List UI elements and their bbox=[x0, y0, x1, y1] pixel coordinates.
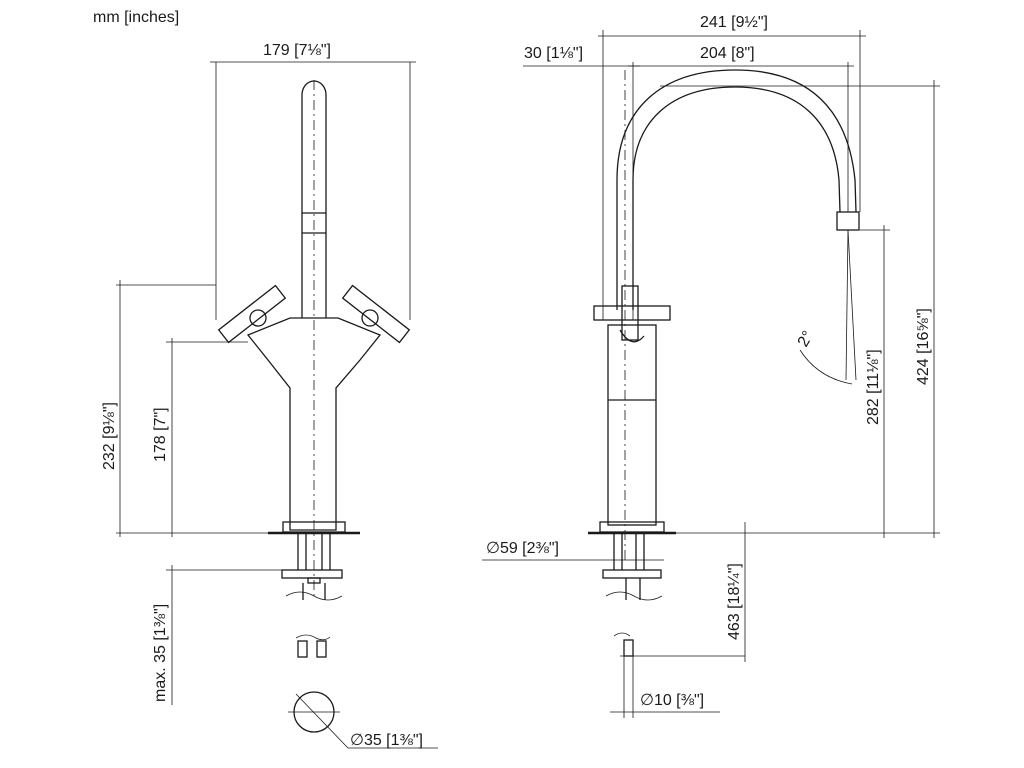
side-total-height-dim: 424 [16⅝"] bbox=[915, 308, 932, 385]
front-view: 179 [7⅛"] 232 [9⅛"] 178 [7"] max. 35 [1⅜… bbox=[101, 42, 438, 749]
side-spout bbox=[616, 69, 857, 310]
side-base-diameter-dim: ∅59 [2⅜"] bbox=[486, 540, 559, 557]
front-body bbox=[246, 317, 382, 531]
side-swivel-angle: 2° bbox=[795, 328, 817, 350]
side-reach-spout-dim: 204 [8"] bbox=[700, 45, 755, 62]
side-reach-total-dim: 241 [9½"] bbox=[700, 14, 768, 31]
side-body bbox=[607, 324, 657, 526]
front-height-body-dim: 178 [7"] bbox=[152, 407, 169, 462]
side-hose-length-dim: 463 [18¼"] bbox=[726, 563, 743, 640]
front-height-handles-dim: 232 [9⅛"] bbox=[101, 402, 118, 470]
side-offset-dim: 30 [1⅛"] bbox=[524, 45, 583, 62]
side-view: 241 [9½"] 204 [8"] 30 [1⅛"] 424 [16⅝"] 2… bbox=[482, 14, 940, 718]
front-width-dim: 179 [7⅛"] bbox=[263, 42, 331, 59]
front-hole-diameter-dim: ∅35 [1⅜"] bbox=[350, 732, 423, 749]
side-hose-diameter-dim: ∅10 [⅜"] bbox=[640, 692, 704, 709]
side-spout-height-dim: 282 [11⅛"] bbox=[865, 349, 882, 425]
right-handle bbox=[341, 284, 411, 344]
units-label: mm [inches] bbox=[93, 9, 179, 26]
front-max-thickness-dim: max. 35 [1⅜"] bbox=[152, 604, 169, 702]
side-handle bbox=[593, 305, 671, 321]
side-aerator bbox=[836, 211, 860, 231]
left-handle bbox=[217, 284, 287, 344]
